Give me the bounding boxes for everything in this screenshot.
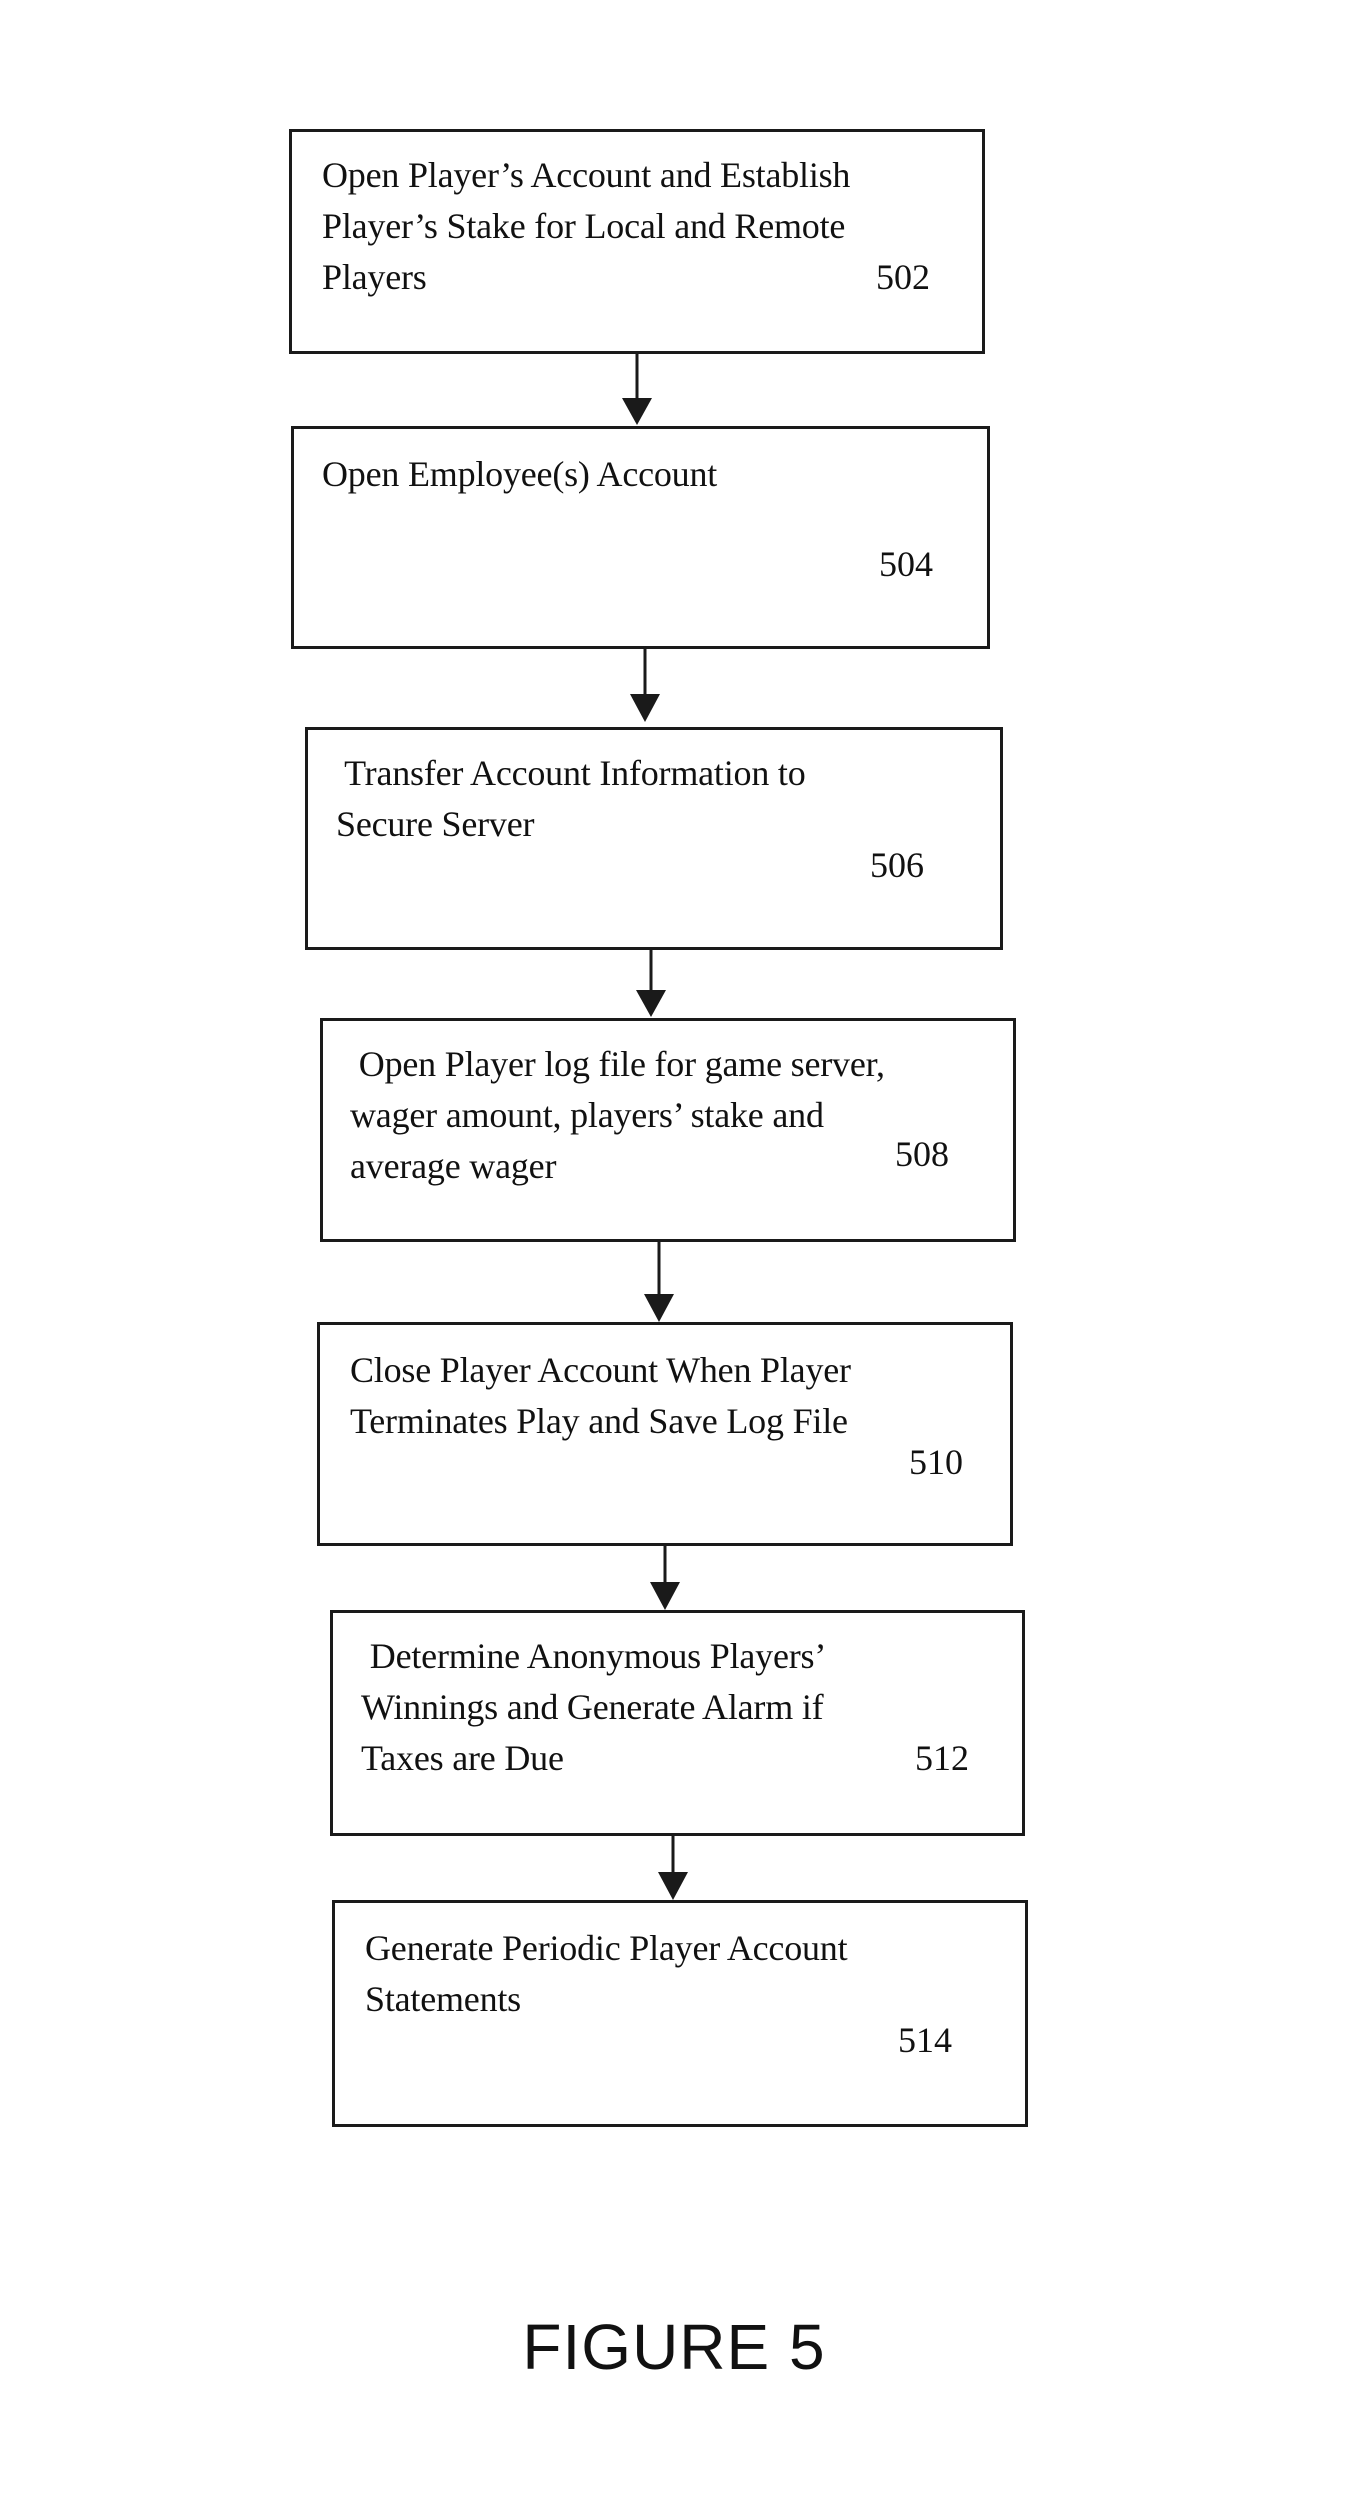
arrow-504-to-506: [630, 647, 660, 722]
step-text-512: Determine Anonymous Players’ Winnings an…: [361, 1631, 826, 1784]
arrow-510-to-512: [650, 1544, 680, 1610]
step-box-502: Open Player’s Account and Establish Play…: [289, 129, 985, 354]
step-text-514: Generate Periodic Player Account Stateme…: [365, 1923, 847, 2025]
step-number-514: 514: [898, 2015, 952, 2066]
arrow-512-to-514: [658, 1834, 688, 1900]
arrow-506-to-508: [636, 948, 666, 1017]
step-box-514: Generate Periodic Player Account Stateme…: [332, 1900, 1028, 2127]
step-box-508: Open Player log file for game server, wa…: [320, 1018, 1016, 1242]
step-text-504: Open Employee(s) Account: [322, 449, 717, 500]
step-box-506: Transfer Account Information to Secure S…: [305, 727, 1003, 950]
figure-caption: FIGURE 5: [0, 2310, 1348, 2384]
step-number-502: 502: [876, 252, 930, 303]
step-number-508: 508: [895, 1129, 949, 1180]
step-number-510: 510: [909, 1437, 963, 1488]
step-number-512: 512: [915, 1733, 969, 1784]
step-box-504: Open Employee(s) Account 504: [291, 426, 990, 649]
step-text-502: Open Player’s Account and Establish Play…: [322, 150, 850, 303]
step-text-510: Close Player Account When Player Termina…: [350, 1345, 851, 1447]
step-number-504: 504: [879, 539, 933, 590]
step-text-506: Transfer Account Information to Secure S…: [336, 748, 806, 850]
step-text-508: Open Player log file for game server, wa…: [350, 1039, 885, 1192]
arrow-508-to-510: [644, 1240, 674, 1322]
step-box-510: Close Player Account When Player Termina…: [317, 1322, 1013, 1546]
step-number-506: 506: [870, 840, 924, 891]
arrow-502-to-504: [622, 352, 652, 425]
step-box-512: Determine Anonymous Players’ Winnings an…: [330, 1610, 1025, 1836]
